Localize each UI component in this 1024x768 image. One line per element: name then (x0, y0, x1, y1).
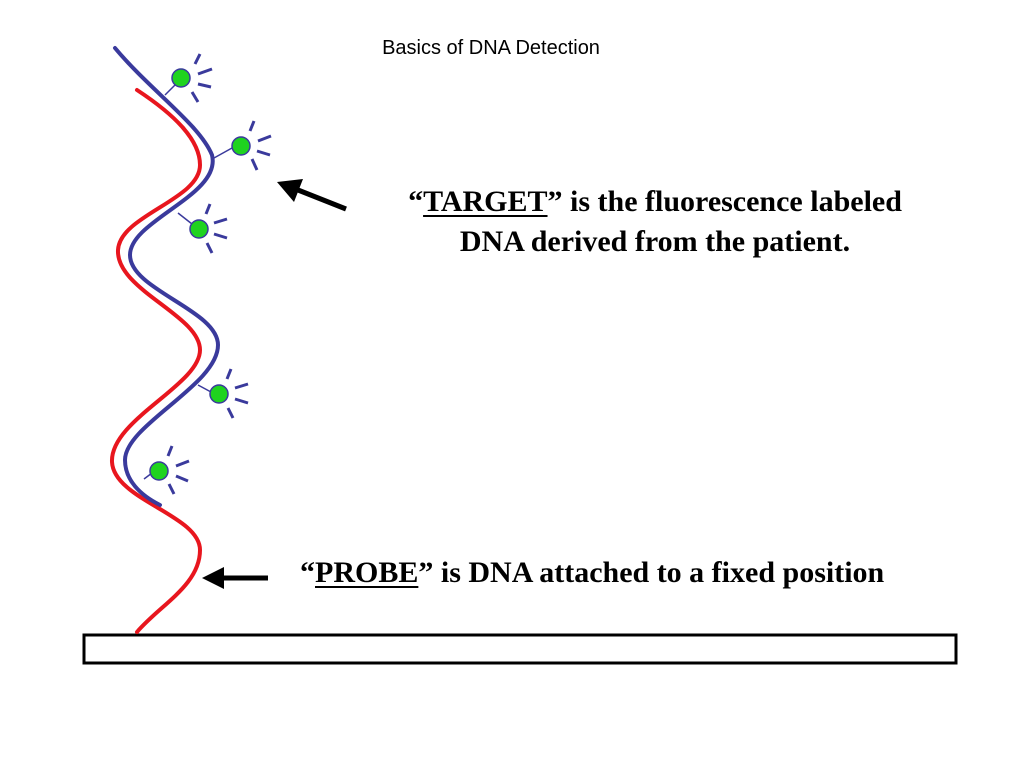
emission-ray-icon (197, 67, 213, 76)
target-term: TARGET (423, 185, 548, 218)
emission-ray-icon (257, 134, 272, 143)
emission-ray-icon (250, 158, 259, 171)
substrate-surface (82, 633, 958, 665)
emission-ray-icon (234, 382, 249, 390)
fluorophore-dot (149, 461, 169, 481)
fluorophore-dot (209, 384, 229, 404)
emission-ray-icon (248, 120, 256, 132)
emission-ray-icon (213, 217, 228, 225)
emission-ray-icon (175, 474, 189, 483)
probe-strand (109, 88, 203, 634)
emission-ray-icon (226, 407, 235, 419)
fluorophore-dot (189, 219, 209, 239)
target-callout-line-2: DNA derived from the patient. (459, 225, 851, 258)
target-callout: “TARGET” is the fluorescence labeled DNA… (370, 182, 940, 262)
fluorophore-label-2 (213, 120, 272, 171)
probe-open-quote: “ (300, 556, 315, 589)
target-open-quote: “ (408, 185, 424, 218)
target-callout-line-1: “TARGET” is the fluorescence labeled (370, 182, 940, 222)
emission-ray-icon (225, 368, 233, 380)
fluorophore-label-1 (164, 53, 213, 103)
fluorophore-label-5 (143, 445, 190, 495)
emission-ray-icon (166, 445, 174, 457)
emission-ray-icon (234, 397, 249, 405)
probe-term: PROBE (315, 556, 419, 589)
probe-arrow-icon (202, 567, 268, 589)
emission-ray-icon (205, 242, 214, 254)
probe-callout-rest: ” is DNA attached to a fixed position (418, 556, 885, 589)
emission-ray-icon (193, 53, 202, 65)
target-arrow-icon (277, 179, 347, 212)
target-line1-rest: ” is the fluorescence labeled (547, 185, 902, 218)
emission-ray-icon (256, 149, 271, 157)
probe-callout: “PROBE” is DNA attached to a fixed posit… (300, 553, 970, 593)
fluorophore-dot (231, 136, 251, 156)
target-strand (113, 46, 221, 507)
slide-title: Basics of DNA Detection (382, 37, 600, 59)
emission-ray-icon (213, 232, 228, 240)
emission-ray-icon (204, 203, 212, 215)
fluorophore-label-4 (197, 368, 249, 419)
fluorophore-dot (171, 68, 191, 88)
emission-ray-icon (175, 459, 190, 468)
fluorophore-label-3 (177, 203, 228, 254)
emission-ray-icon (167, 483, 176, 495)
emission-ray-icon (190, 91, 200, 103)
emission-ray-icon (197, 82, 212, 89)
